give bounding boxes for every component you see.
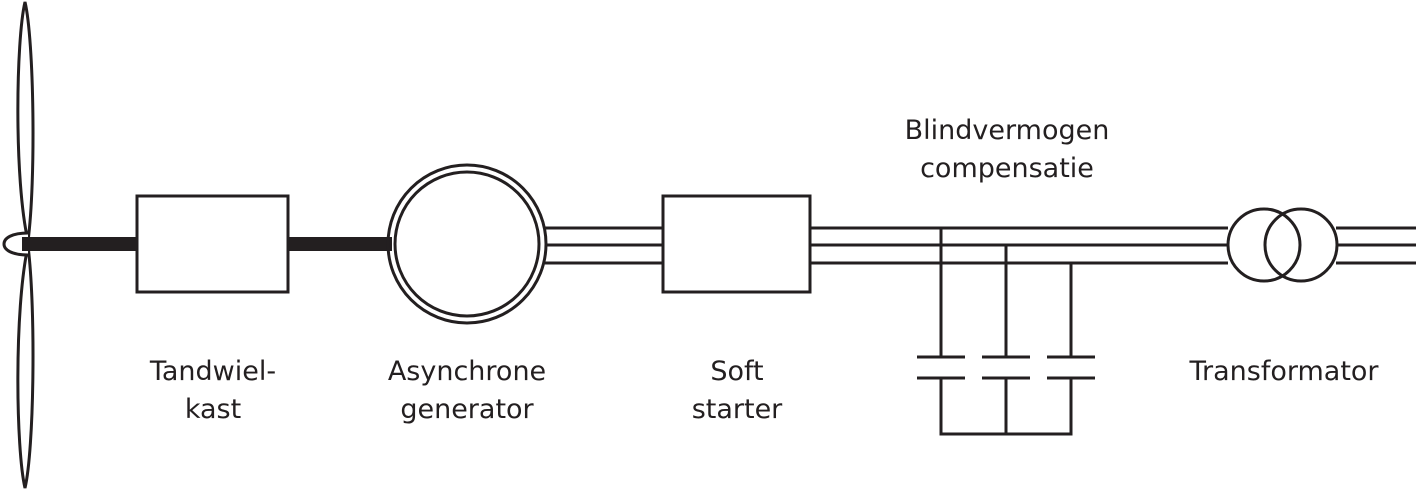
capacitor-icon <box>917 355 965 380</box>
label-transformer-line1: Transformator <box>1189 356 1379 387</box>
label-softstarter: Soft starter <box>647 353 827 429</box>
gearbox-box <box>135 194 290 294</box>
label-generator-line2: generator <box>400 394 534 425</box>
generator-circle-icon <box>386 163 548 325</box>
softstarter-box <box>661 194 812 294</box>
generator-shaft <box>288 237 392 251</box>
label-generator: Asynchrone generator <box>362 353 572 429</box>
transformer-icon <box>1226 207 1339 283</box>
rotor-blade-icon <box>2 1 35 489</box>
capacitor-icon <box>1047 355 1095 380</box>
label-generator-line1: Asynchrone <box>387 356 547 387</box>
label-gearbox: Tandwiel- kast <box>117 353 309 429</box>
label-compensation: Blindvermogen compensatie <box>882 112 1132 188</box>
label-softstarter-line2: starter <box>691 394 783 425</box>
rotor-shaft <box>22 237 138 251</box>
label-softstarter-line1: Soft <box>710 356 764 387</box>
bus-generator-softstarter <box>545 226 664 265</box>
label-gearbox-line2: kast <box>184 394 242 425</box>
label-compensation-line1: Blindvermogen <box>904 115 1110 146</box>
capacitor-icon <box>982 355 1030 380</box>
capacitor-bank <box>917 228 1095 436</box>
label-compensation-line2: compensatie <box>920 153 1094 184</box>
label-gearbox-line1: Tandwiel- <box>149 356 277 387</box>
label-transformer: Transformator <box>1168 353 1400 391</box>
bus-softstarter-transformer <box>810 226 1228 265</box>
bus-transformer-grid <box>1336 226 1416 265</box>
